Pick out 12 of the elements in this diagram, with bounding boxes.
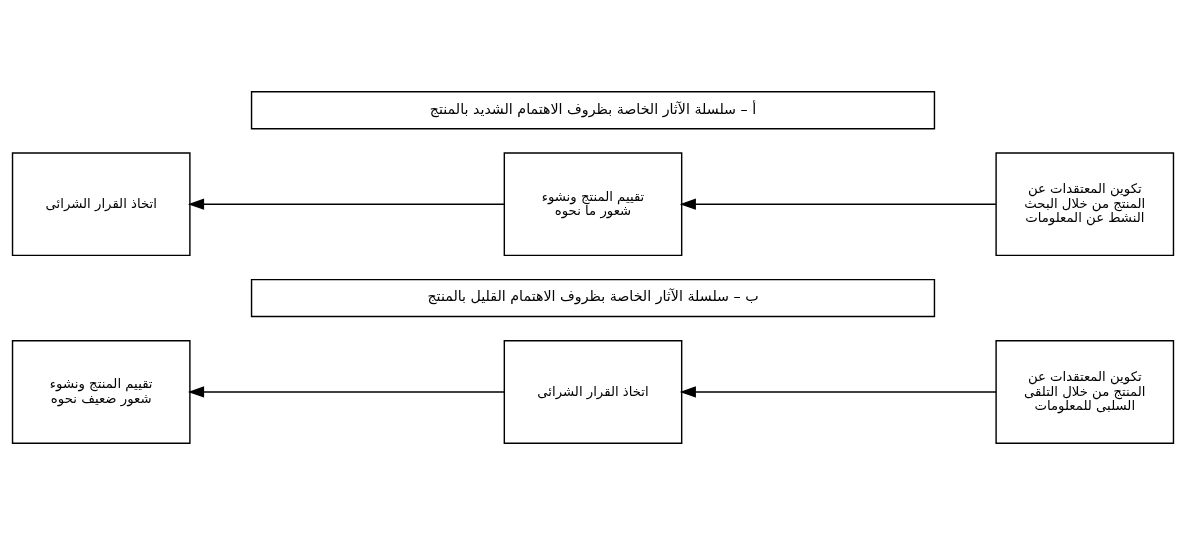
arrow bbox=[187, 385, 505, 398]
node-box: أ – سلسلة الآثار الخاصة بظروف الاهتمام الشديد بالمنتج bbox=[250, 90, 936, 129]
node-box: اتخاذ القرار الشرائى bbox=[503, 339, 683, 444]
arrow bbox=[679, 198, 997, 210]
node-box: ب – سلسلة الآثار الخاصة بظروف الاهتمام القليل بالمنتج bbox=[250, 278, 936, 317]
node-box: اتخاذ القرار الشرائى bbox=[11, 151, 191, 256]
arrow bbox=[187, 198, 505, 210]
arrow bbox=[679, 385, 997, 398]
node-box: تقييم المنتج ونشوء شعور ما نحوه bbox=[503, 151, 683, 256]
node-box: تقييم المنتج ونشوء شعور ضعيف نحوه bbox=[11, 339, 191, 444]
node-box: تكوين المعتقدات عن المنتج من خلال التلقى السلبى للمعلومات bbox=[995, 339, 1175, 444]
node-box: تكوين المعتقدات عن المنتج من خلال البحث النشط عن المعلومات bbox=[995, 151, 1175, 256]
